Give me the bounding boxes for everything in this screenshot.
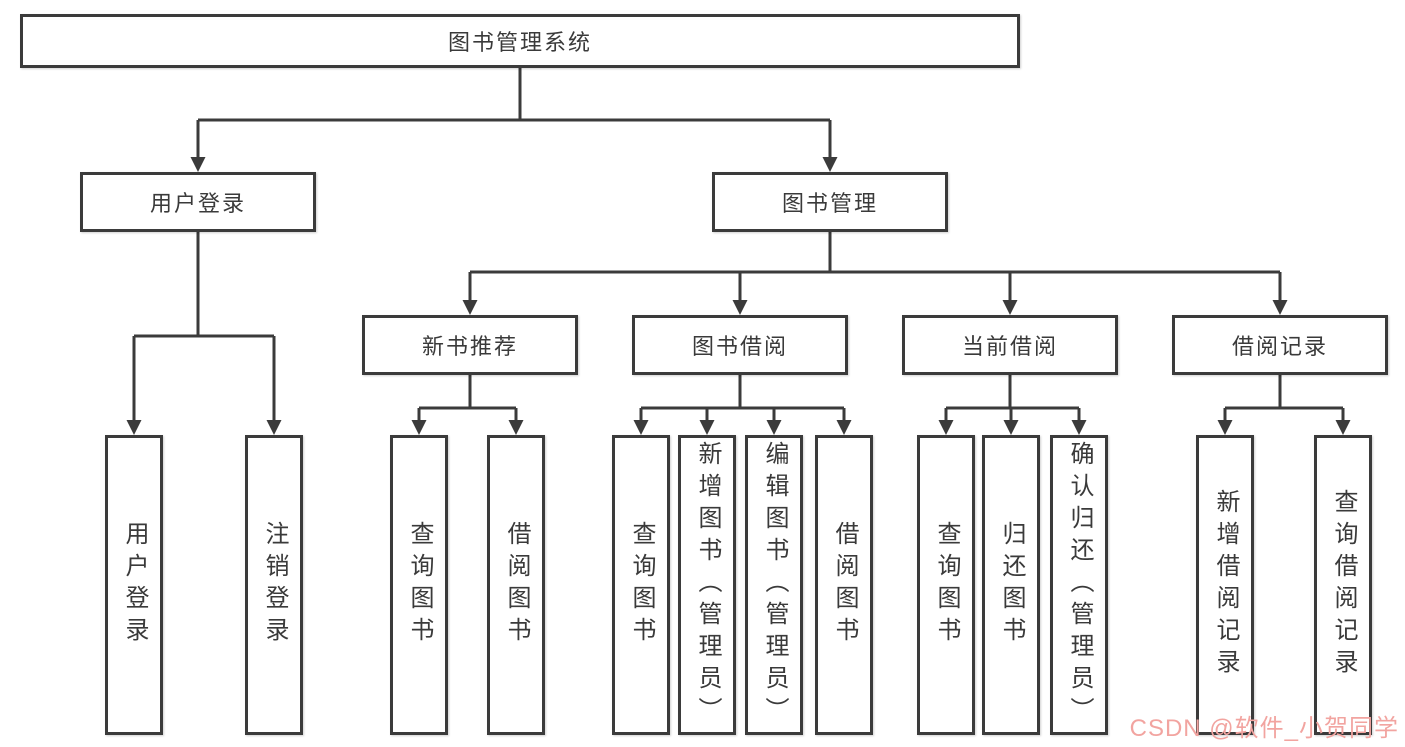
node-label: 用户登录 bbox=[149, 191, 246, 216]
connector-records-to-leaves bbox=[1217, 375, 1351, 435]
node-label: 新增借阅记录 bbox=[1212, 489, 1239, 681]
node-label: 注销登录 bbox=[261, 521, 288, 649]
node-label: 当前借阅 bbox=[961, 334, 1058, 359]
node-label: 确认归还（管理员） bbox=[1066, 441, 1093, 729]
node-label: 图书管理 bbox=[781, 191, 878, 216]
node-new-book-recommend: 新书推荐 bbox=[362, 315, 578, 375]
node-book-borrowing: 图书借阅 bbox=[632, 315, 848, 375]
csdn-watermark: CSDN @软件_小贺同学 bbox=[1129, 715, 1399, 742]
leaf-borrow-books-1: 借阅图书 bbox=[487, 435, 545, 735]
leaf-user-login: 用户登录 bbox=[105, 435, 163, 735]
node-book-management: 图书管理 bbox=[712, 172, 948, 232]
leaf-confirm-return-admin: 确认归还（管理员） bbox=[1050, 435, 1108, 735]
leaf-query-books-1: 查询图书 bbox=[390, 435, 448, 735]
node-label: 查询借阅记录 bbox=[1330, 489, 1357, 681]
connector-user-login-to-leaves bbox=[126, 232, 282, 435]
connector-current-to-leaves bbox=[938, 375, 1087, 435]
leaf-query-books-2: 查询图书 bbox=[612, 435, 670, 735]
node-label: 编辑图书（管理员） bbox=[761, 441, 788, 729]
node-system-root: 图书管理系统 bbox=[20, 14, 1020, 68]
node-label: 借阅图书 bbox=[503, 521, 530, 649]
node-label: 归还图书 bbox=[998, 521, 1025, 649]
leaf-logout: 注销登录 bbox=[245, 435, 303, 735]
leaf-query-borrow-record: 查询借阅记录 bbox=[1314, 435, 1372, 735]
node-label: 借阅记录 bbox=[1231, 334, 1328, 359]
node-borrowing-records: 借阅记录 bbox=[1172, 315, 1388, 375]
leaf-edit-books-admin: 编辑图书（管理员） bbox=[745, 435, 803, 735]
leaf-add-borrow-record: 新增借阅记录 bbox=[1196, 435, 1254, 735]
connector-new-book-to-leaves bbox=[411, 375, 524, 435]
connector-root-to-level2 bbox=[190, 68, 838, 172]
node-label: 图书管理系统 bbox=[447, 30, 592, 55]
node-label: 新增图书（管理员） bbox=[694, 441, 721, 729]
node-label: 查询图书 bbox=[628, 521, 655, 649]
node-label: 图书借阅 bbox=[691, 334, 788, 359]
connector-book-mgmt-to-level3 bbox=[462, 232, 1288, 315]
connector-borrowing-to-leaves bbox=[633, 375, 852, 435]
node-user-login: 用户登录 bbox=[80, 172, 316, 232]
node-label: 新书推荐 bbox=[421, 334, 518, 359]
leaf-query-books-3: 查询图书 bbox=[917, 435, 975, 735]
node-label: 借阅图书 bbox=[831, 521, 858, 649]
leaf-return-books: 归还图书 bbox=[982, 435, 1040, 735]
node-label: 用户登录 bbox=[121, 521, 148, 649]
node-current-borrowing: 当前借阅 bbox=[902, 315, 1118, 375]
leaf-add-books-admin: 新增图书（管理员） bbox=[678, 435, 736, 735]
node-label: 查询图书 bbox=[933, 521, 960, 649]
node-label: 查询图书 bbox=[406, 521, 433, 649]
leaf-borrow-books-2: 借阅图书 bbox=[815, 435, 873, 735]
